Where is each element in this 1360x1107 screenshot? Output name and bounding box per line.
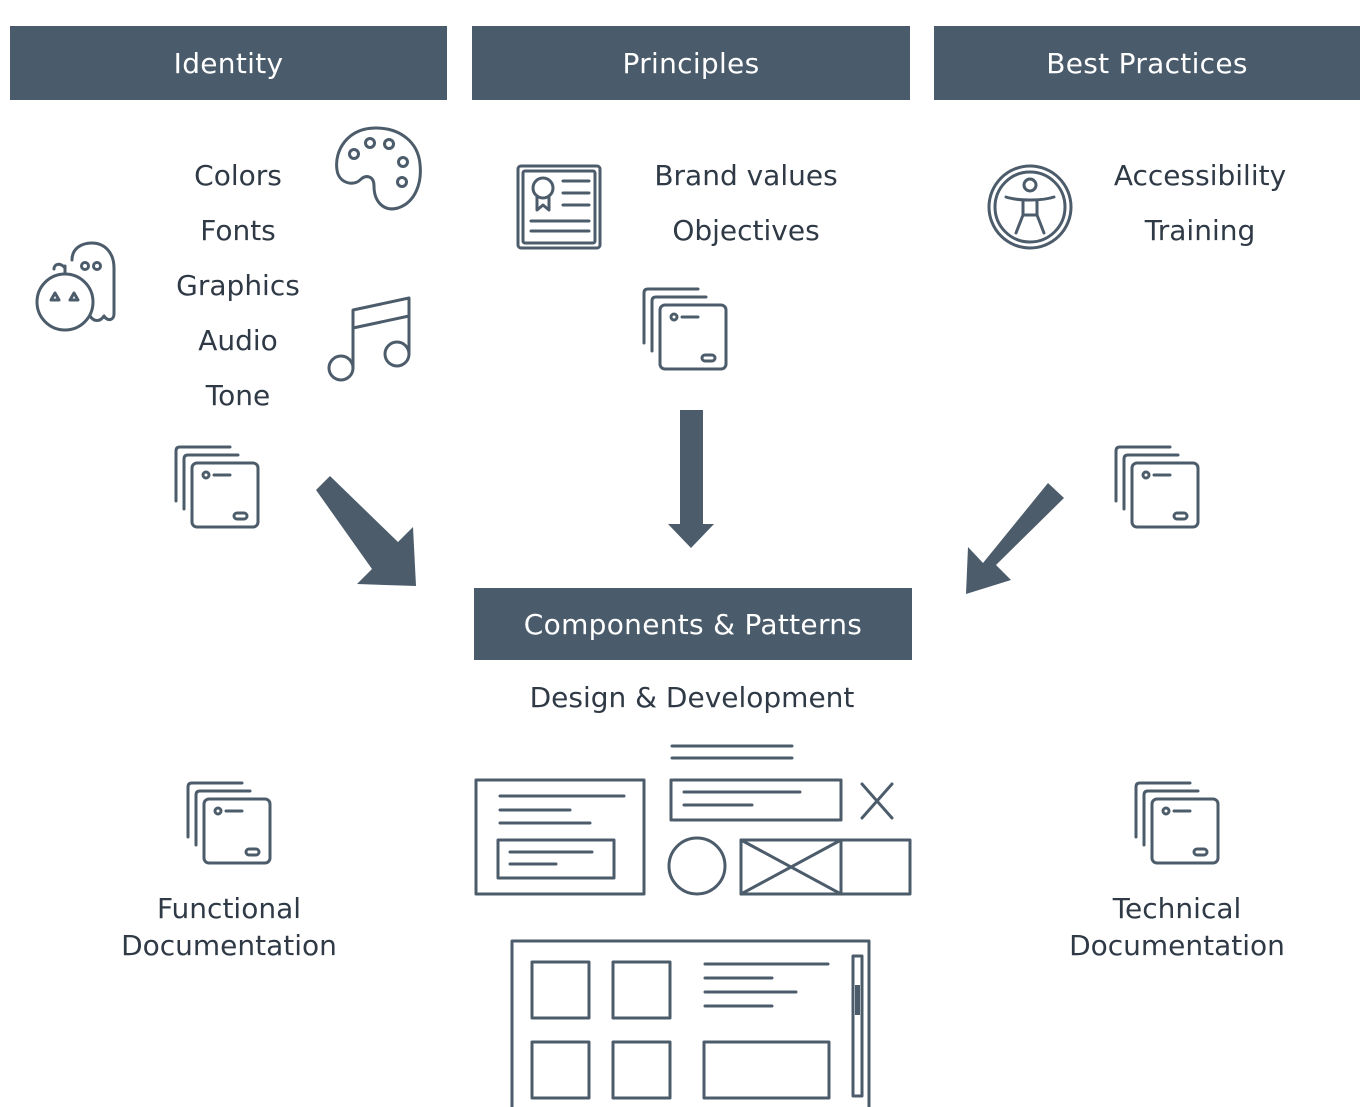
palette-icon: [335, 126, 422, 211]
technical-doc-line-1: Technical: [1112, 892, 1242, 925]
stacked-documents-icon: [1114, 445, 1200, 529]
arrow-icon: [966, 483, 1064, 594]
principles-item-brand-values: Brand values: [654, 159, 838, 192]
stacked-documents-icon: [174, 445, 260, 529]
components-patterns-box: Components & Patterns: [474, 588, 912, 660]
header-principles: Principles: [472, 26, 910, 100]
identity-item-audio: Audio: [198, 324, 278, 357]
header-identity: Identity: [10, 26, 447, 100]
ghost-pumpkin-icon: [35, 241, 116, 332]
functional-documentation-label: Functional Documentation: [121, 890, 337, 964]
accessibility-icon: [987, 164, 1073, 250]
identity-item-fonts: Fonts: [200, 214, 276, 247]
certificate-icon: [516, 164, 602, 250]
identity-item-tone: Tone: [205, 379, 271, 412]
music-note-icon: [327, 296, 411, 382]
stacked-documents-icon: [186, 781, 272, 865]
stacked-documents-icon: [642, 287, 728, 371]
principles-item-objectives: Objectives: [672, 214, 820, 247]
identity-item-graphics: Graphics: [176, 269, 300, 302]
design-development-label: Design & Development: [529, 681, 855, 714]
best-practices-item-accessibility: Accessibility: [1113, 159, 1287, 192]
functional-doc-line-1: Functional: [156, 892, 302, 925]
identity-item-colors: Colors: [194, 159, 282, 192]
technical-doc-line-2: Documentation: [1069, 929, 1285, 962]
functional-doc-line-2: Documentation: [121, 929, 337, 962]
technical-documentation-label: Technical Documentation: [1069, 890, 1285, 964]
header-best-practices: Best Practices: [934, 26, 1360, 100]
stacked-documents-icon: [1134, 781, 1220, 865]
arrow-icon: [668, 410, 714, 548]
best-practices-item-training: Training: [1144, 214, 1256, 247]
arrow-icon: [316, 476, 416, 586]
